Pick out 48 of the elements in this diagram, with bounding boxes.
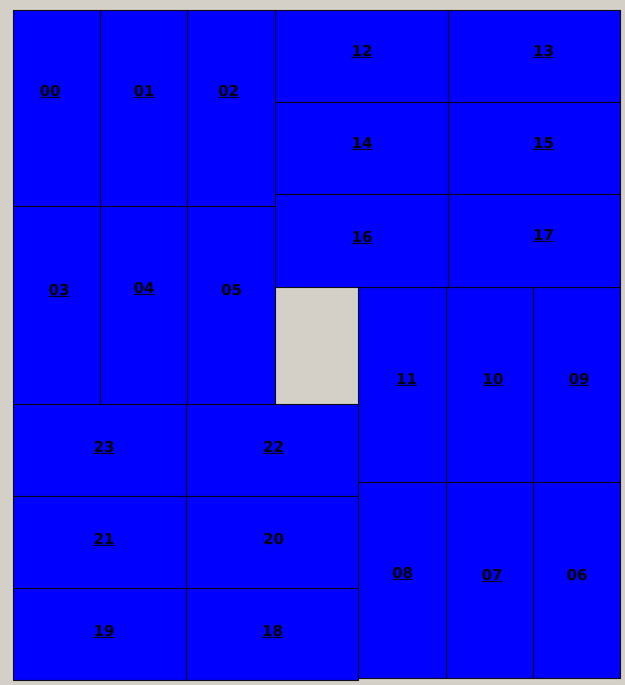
floor-block bbox=[533, 482, 621, 679]
block-number: 13 bbox=[533, 42, 554, 60]
floor-block bbox=[275, 10, 449, 103]
floor-block bbox=[358, 287, 447, 483]
floor-block bbox=[13, 206, 101, 405]
floor-block bbox=[533, 287, 621, 483]
floor-block bbox=[448, 194, 621, 288]
floor-block bbox=[13, 10, 101, 207]
floor-block bbox=[186, 496, 359, 589]
floor-block bbox=[100, 10, 188, 207]
block-number: 04 bbox=[134, 278, 154, 296]
floor-block bbox=[275, 194, 449, 288]
block-number: 07 bbox=[482, 566, 502, 584]
floor-block bbox=[275, 102, 449, 195]
block-number: 10 bbox=[482, 370, 504, 388]
floor-block bbox=[187, 10, 276, 207]
block-number: 17 bbox=[533, 226, 554, 244]
block-number: 20 bbox=[263, 530, 284, 548]
floor-block bbox=[100, 206, 188, 405]
floor-block bbox=[448, 10, 621, 103]
floor-block bbox=[446, 287, 534, 483]
block-number: 22 bbox=[263, 438, 284, 456]
block-number: 03 bbox=[48, 280, 70, 298]
floor-block bbox=[446, 482, 534, 679]
floor-block bbox=[358, 482, 447, 679]
floor-block bbox=[13, 496, 187, 589]
block-number: 15 bbox=[533, 134, 554, 152]
floor-block bbox=[448, 102, 621, 195]
block-number: 11 bbox=[396, 370, 417, 388]
block-number: 00 bbox=[40, 82, 60, 100]
block-number: 12 bbox=[352, 42, 372, 60]
block-number: 16 bbox=[352, 228, 372, 246]
block-number: 19 bbox=[94, 622, 114, 640]
floor-block bbox=[13, 404, 187, 497]
floor-block bbox=[186, 588, 359, 681]
floor-block bbox=[187, 206, 276, 405]
block-number: 21 bbox=[94, 530, 114, 548]
block-number: 18 bbox=[262, 622, 283, 640]
floor-block bbox=[186, 404, 359, 497]
block-number: 09 bbox=[568, 370, 590, 388]
block-number: 01 bbox=[134, 82, 154, 100]
floor-block bbox=[13, 588, 187, 681]
block-number: 06 bbox=[566, 566, 588, 584]
block-number: 14 bbox=[352, 134, 372, 152]
block-number: 05 bbox=[221, 280, 242, 298]
block-number: 08 bbox=[392, 564, 413, 582]
block-number: 23 bbox=[94, 438, 114, 456]
block-number: 02 bbox=[218, 82, 239, 100]
